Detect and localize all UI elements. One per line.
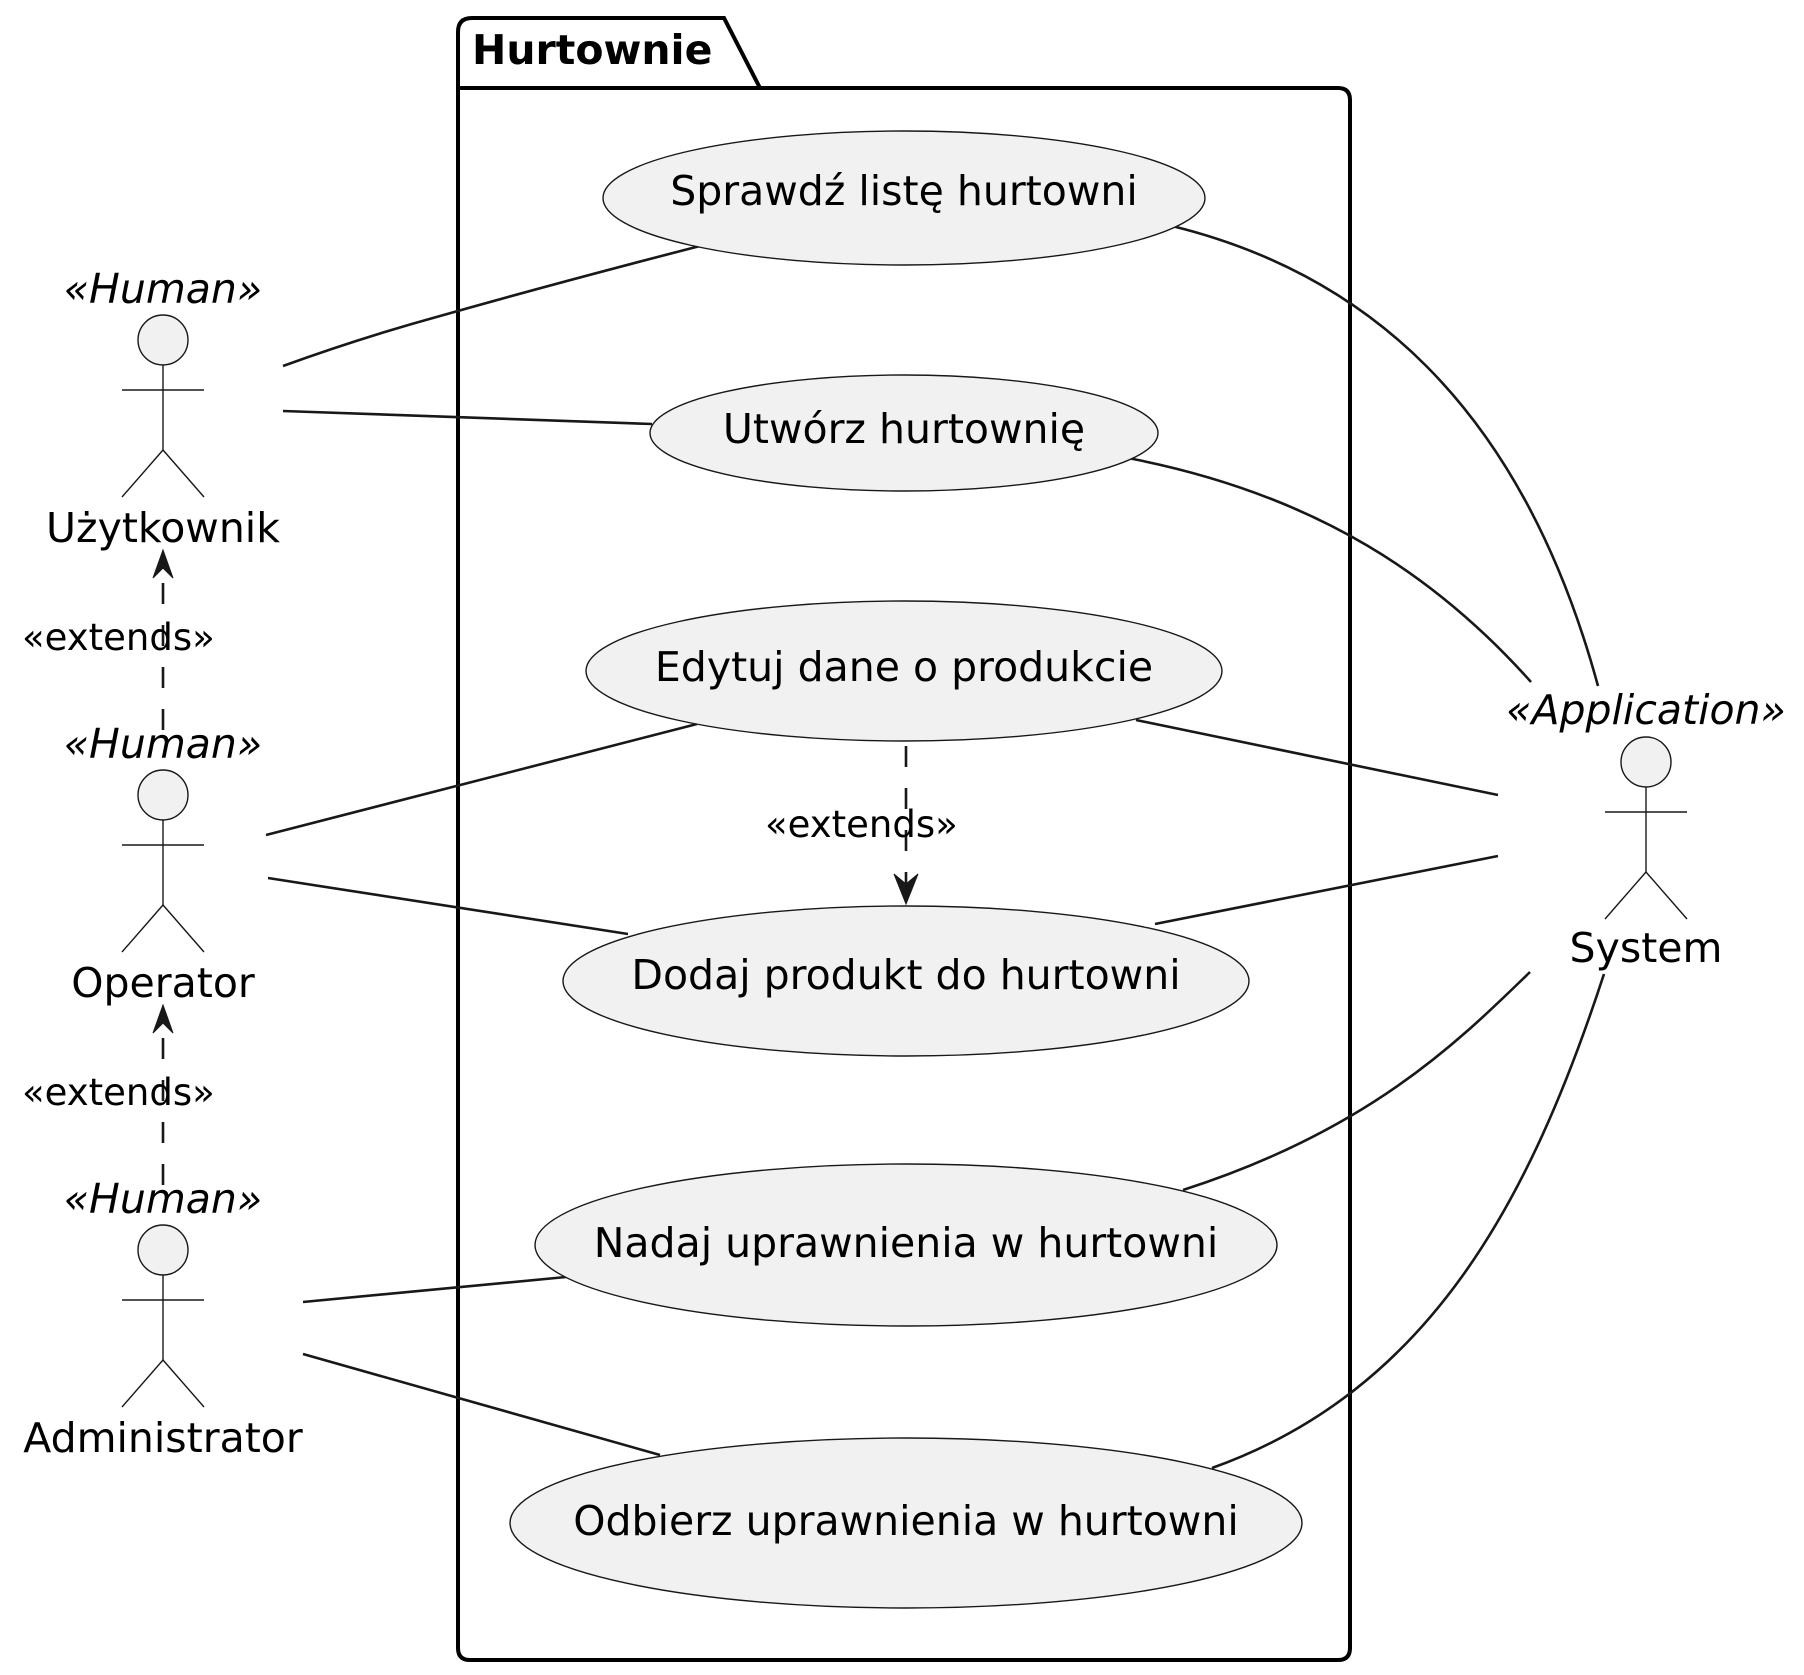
extends-operator-uzytkownik: «extends» — [22, 548, 215, 730]
actor-stereotype: «Human» — [64, 1175, 262, 1223]
actor-name: Operator — [71, 959, 255, 1007]
use-case-utworz: Utwórz hurtownię — [649, 374, 1159, 492]
stick-figure-icon — [137, 314, 189, 366]
assoc-administrator-odbierz — [302, 1352, 661, 1457]
assoc-dodaj-system — [1154, 854, 1499, 926]
assoc-sprawdz-system — [1171, 224, 1600, 687]
use-case-label: Edytuj dane o produkcie — [655, 643, 1153, 691]
extends-administrator-operator: «extends» — [22, 1003, 215, 1185]
actor-name: Użytkownik — [46, 504, 280, 552]
package-hurtownie: Hurtownie — [456, 16, 1352, 1662]
actor-administrator: «Human» Administrator — [23, 1175, 303, 1462]
assoc-operator-dodaj — [267, 876, 629, 936]
assoc-operator-edytuj — [265, 722, 698, 837]
assoc-utworz-system — [1127, 456, 1532, 683]
use-case-odbierz: Odbierz uprawnienia w hurtowni — [509, 1437, 1303, 1609]
use-case-nadaj: Nadaj uprawnienia w hurtowni — [534, 1163, 1278, 1327]
use-case-label: Dodaj produkt do hurtowni — [631, 951, 1180, 999]
actor-name: System — [1570, 924, 1723, 972]
actor-stereotype: «Human» — [64, 720, 262, 768]
arrowhead — [152, 548, 174, 579]
assoc-administrator-nadaj — [302, 1275, 567, 1304]
use-case-sprawdz: Sprawdź listę hurtowni — [602, 130, 1206, 266]
arrowhead — [152, 1003, 174, 1034]
use-case-label: Odbierz uprawnienia w hurtowni — [573, 1497, 1238, 1545]
extends-label: «extends» — [765, 803, 958, 846]
actor-system: «Application» System — [1506, 686, 1786, 972]
assoc-uzytkownik-sprawdz — [282, 244, 701, 368]
extends-dodaj-edytuj: «extends» — [765, 746, 958, 906]
extends-label: «extends» — [22, 1071, 215, 1114]
extends-label: «extends» — [22, 616, 215, 659]
use-case-dodaj: Dodaj produkt do hurtowni — [562, 905, 1250, 1057]
assoc-odbierz-system — [1211, 973, 1606, 1470]
actor-name: Administrator — [23, 1414, 303, 1462]
arrowhead — [893, 873, 919, 906]
use-case-label: Utwórz hurtownię — [723, 405, 1085, 453]
assoc-edytuj-system — [1135, 718, 1499, 797]
actor-uzytkownik: «Human» Użytkownik — [46, 265, 280, 552]
package-title: Hurtownie — [472, 26, 712, 74]
actor-stereotype: «Human» — [64, 265, 262, 313]
stick-figure-icon — [137, 1224, 189, 1276]
actor-operator: «Human» Operator — [64, 720, 262, 1007]
stick-figure-icon — [1620, 736, 1672, 788]
use-case-label: Nadaj uprawnienia w hurtowni — [594, 1219, 1219, 1267]
use-case-edytuj: Edytuj dane o produkcie — [585, 600, 1223, 742]
actor-stereotype: «Application» — [1506, 686, 1786, 734]
use-case-label: Sprawdź listę hurtowni — [670, 167, 1138, 215]
assoc-nadaj-system — [1182, 971, 1531, 1192]
assoc-uzytkownik-utworz — [282, 409, 653, 426]
stick-figure-icon — [137, 769, 189, 821]
associations — [265, 224, 1606, 1470]
